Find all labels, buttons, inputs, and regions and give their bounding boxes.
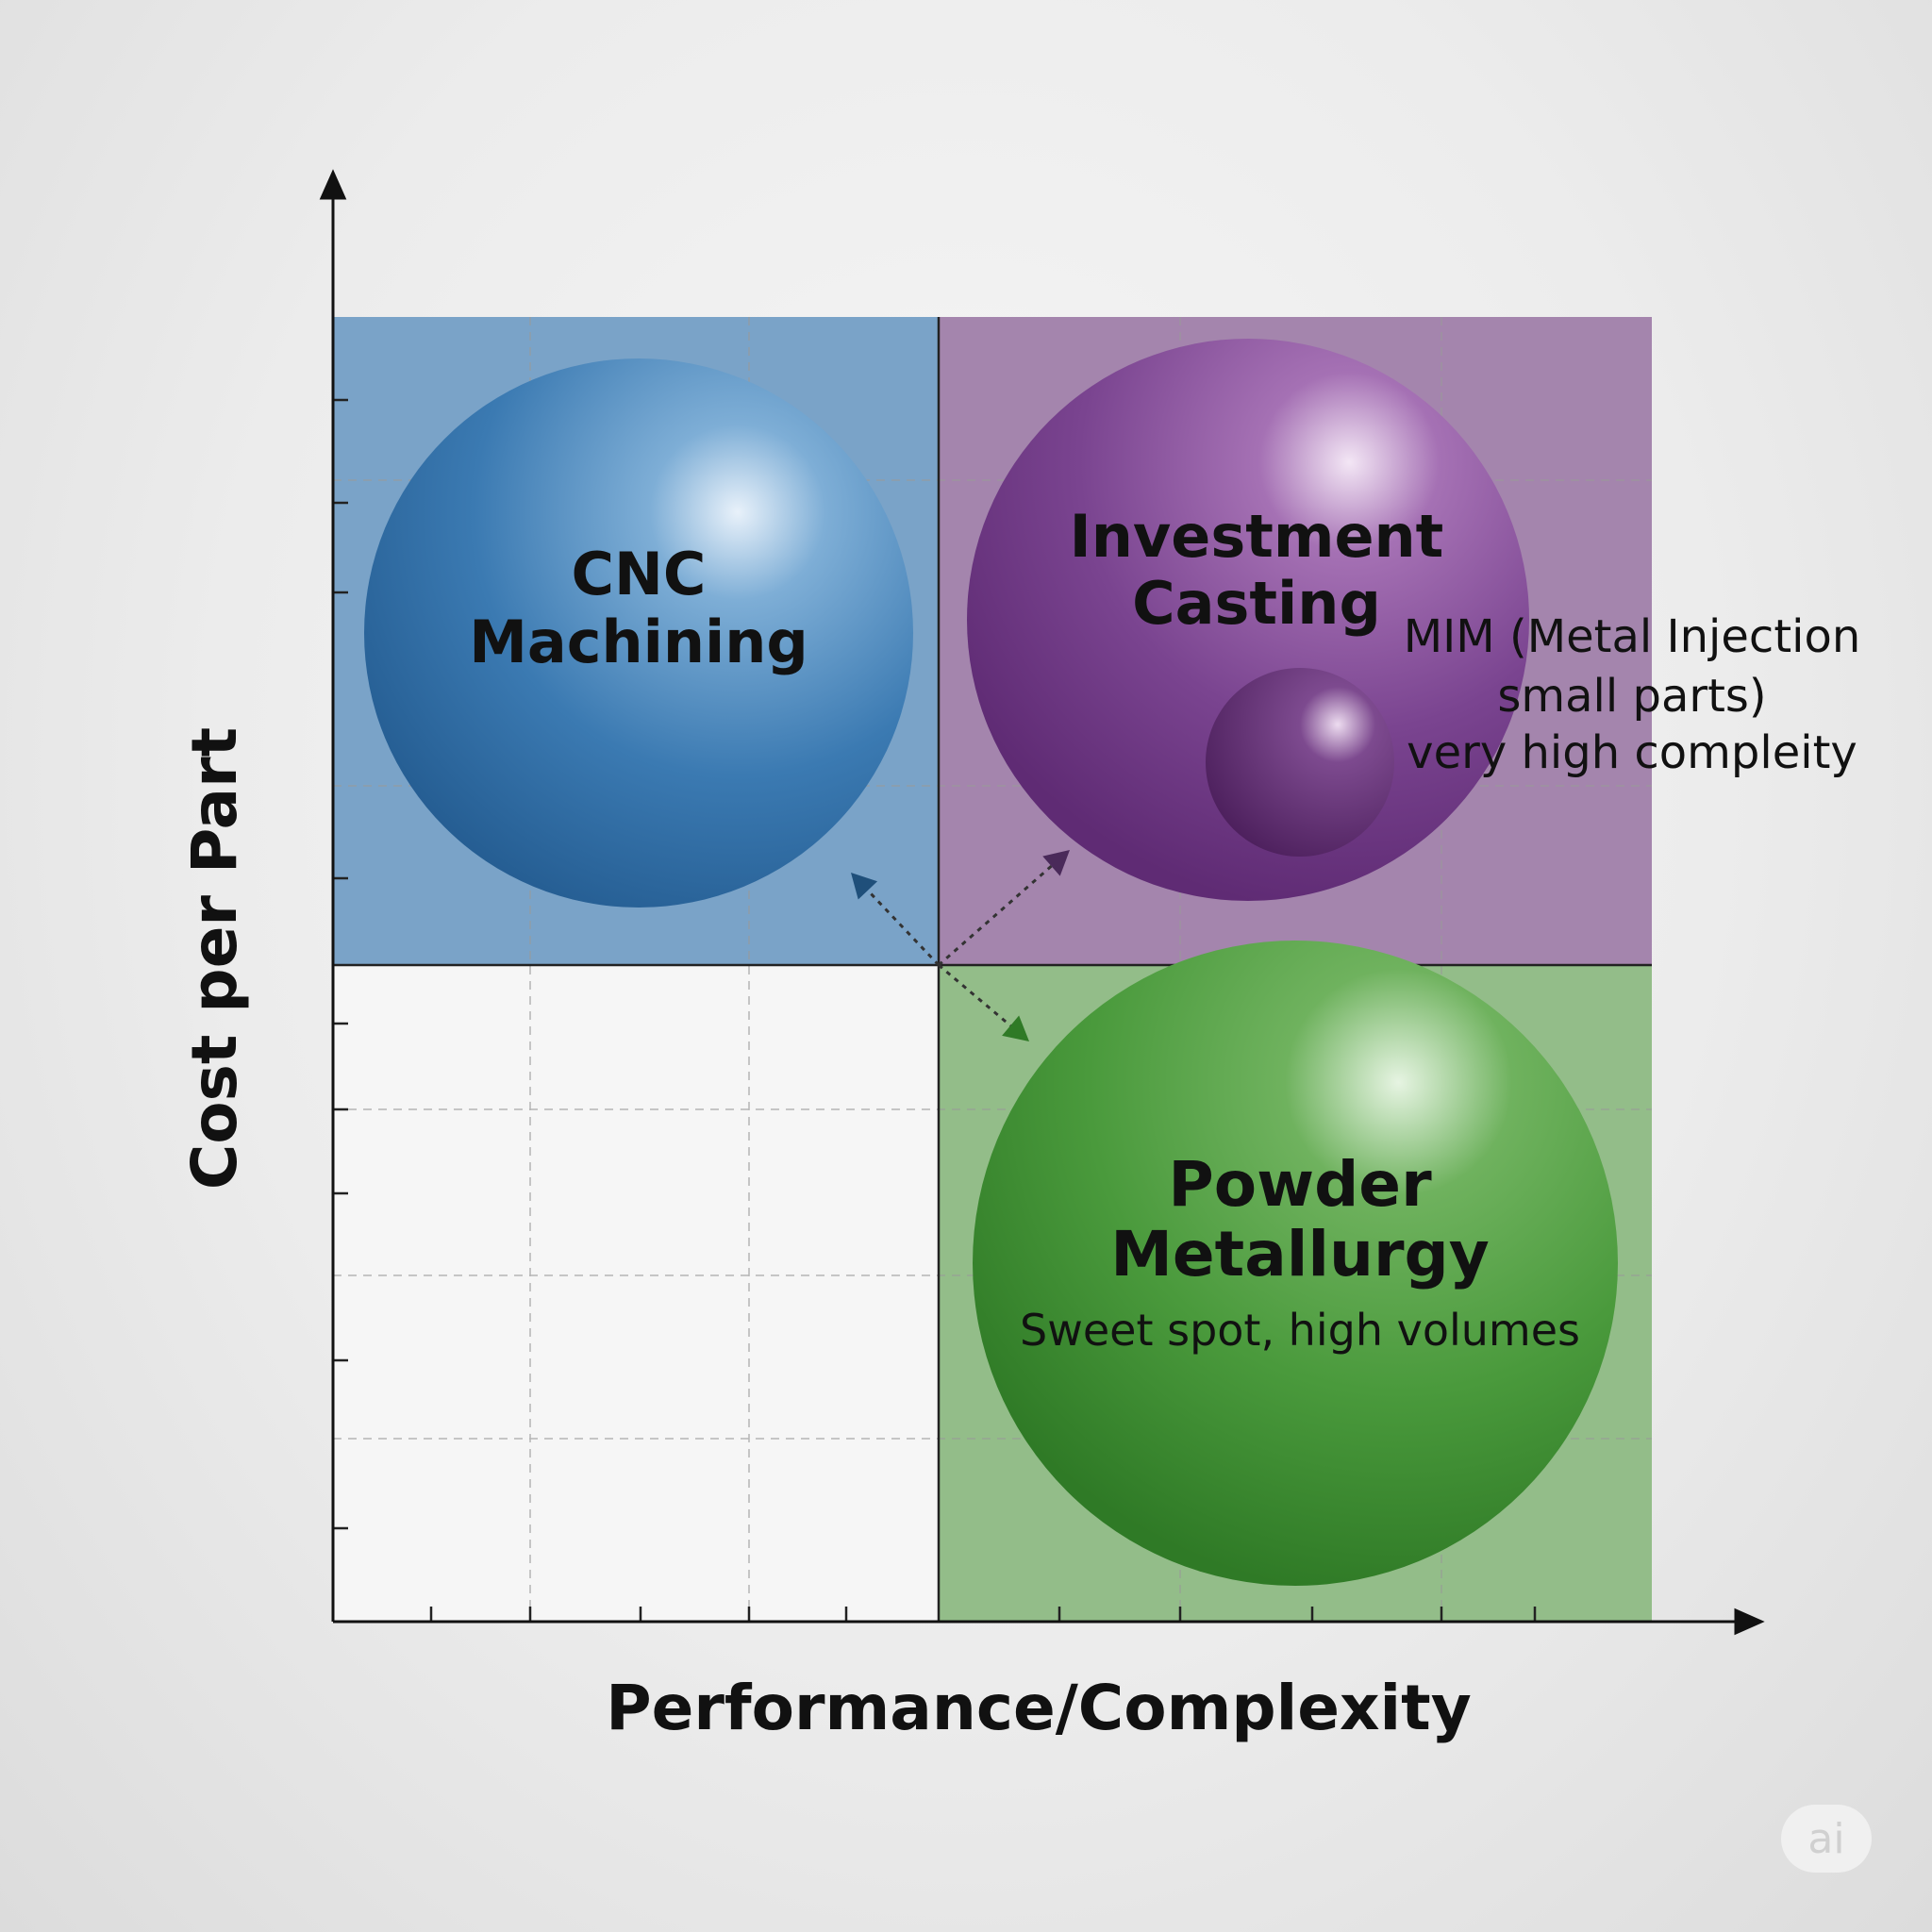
bubble-powder [973, 941, 1618, 1586]
bubble-label-investment: Investment [1070, 502, 1444, 571]
bubble-label-mim: MIM (Metal Injection [1404, 610, 1861, 663]
x-axis-arrowhead-icon [1734, 1607, 1765, 1636]
bubble-label-powder: Metallurgy [1110, 1218, 1490, 1291]
bubble-label-powder: Powder [1168, 1148, 1432, 1221]
y-axis-label: Cost per Part [178, 727, 251, 1190]
y-axis-arrowhead-icon [319, 169, 347, 200]
watermark: ai [1781, 1805, 1872, 1873]
bubble-label-cnc: CNC [572, 540, 707, 608]
dotted-arrow-line [866, 889, 941, 967]
arrowhead-icon [1002, 1015, 1029, 1041]
bubble-label-cnc: Machining [469, 608, 808, 676]
arrowhead-icon [1042, 850, 1070, 876]
bubble-label-investment: Casting [1132, 569, 1381, 638]
dotted-arrow-line [938, 865, 1053, 967]
bubble-label-mim: small parts) [1497, 670, 1766, 723]
bubble-cnc [364, 358, 913, 908]
bubble-label-mim: very high compleity [1407, 726, 1857, 779]
x-axis-label: Performance/Complexity [606, 1672, 1472, 1744]
arrowhead-icon [851, 873, 878, 900]
bubble-subtitle-powder: Sweet spot, high volumes [1020, 1305, 1580, 1356]
watermark-text: ai [1807, 1815, 1844, 1863]
quadrant-bottom-left [333, 965, 939, 1622]
bubble-mim [1206, 668, 1394, 857]
